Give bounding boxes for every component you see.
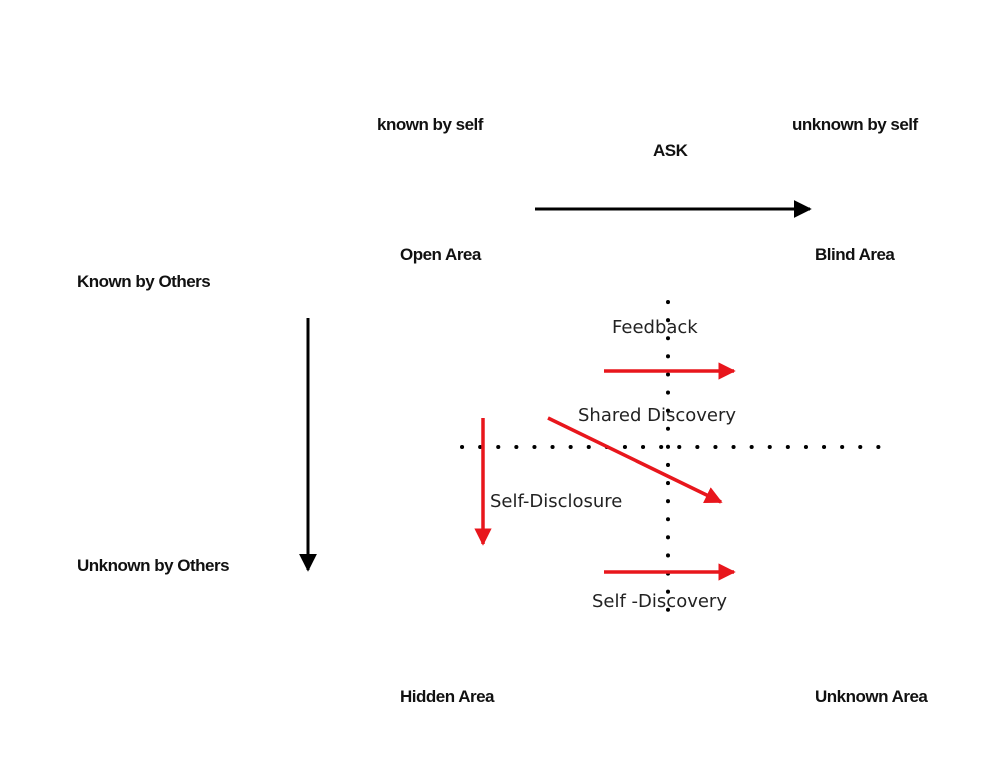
unknown-by-others-label: Unknown by Others (77, 556, 230, 575)
shared-discovery-arrow (547, 416, 723, 504)
unknown-by-self-label: unknown by self (792, 115, 918, 134)
self-disclosure-label: Self-Disclosure (490, 491, 623, 512)
ask-label: ASK (653, 141, 688, 160)
blind-area-label: Blind Area (815, 245, 895, 264)
hidden-area-label: Hidden Area (400, 687, 495, 706)
unknown-area-label: Unknown Area (815, 687, 928, 706)
feedback-label: Feedback (612, 317, 698, 338)
known-by-self-label: known by self (377, 115, 483, 134)
known-by-others-label: Known by Others (77, 272, 211, 291)
self-discovery-label: Self -Discovery (592, 591, 727, 612)
shared-discovery-label: Shared Discovery (578, 405, 737, 426)
open-area-label: Open Area (400, 245, 481, 264)
